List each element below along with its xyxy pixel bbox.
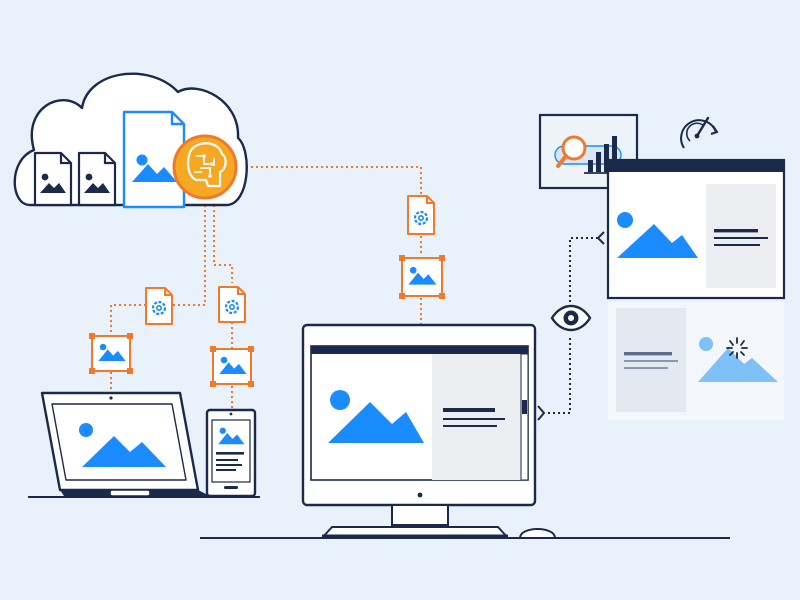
laptop-icon bbox=[28, 391, 260, 498]
phone-icon bbox=[205, 408, 257, 498]
speedometer-icon bbox=[680, 116, 719, 149]
image-file-icon bbox=[33, 151, 73, 207]
loading-panel bbox=[608, 302, 784, 420]
mouse-icon bbox=[519, 528, 556, 539]
settings-file-icon bbox=[218, 286, 246, 323]
connectors bbox=[110, 166, 422, 408]
image-thumbnail-icon bbox=[89, 333, 133, 374]
settings-file-icon bbox=[407, 195, 435, 235]
ai-brain-icon bbox=[172, 134, 238, 200]
connector-ai-to-laptop bbox=[171, 205, 206, 306]
image-thumbnail-icon bbox=[399, 255, 445, 299]
settings-file-icon bbox=[145, 287, 173, 325]
desktop-monitor-icon bbox=[200, 323, 730, 539]
connector-desktop-to-eye bbox=[548, 335, 571, 414]
loading-spinner-icon bbox=[726, 337, 748, 359]
chevron-left-icon bbox=[596, 231, 605, 245]
connector-ai-to-phone bbox=[213, 205, 233, 283]
image-thumbnail-icon bbox=[210, 346, 254, 387]
image-document-icon bbox=[122, 110, 186, 209]
dark-connectors bbox=[548, 237, 598, 414]
image-file-icon bbox=[77, 151, 117, 207]
connector-laptop-gear-to-image bbox=[110, 304, 146, 335]
connector-ai-to-desktop bbox=[236, 166, 422, 195]
browser-window-icon bbox=[606, 158, 786, 300]
eye-icon bbox=[550, 304, 592, 332]
connector-eye-to-browser bbox=[569, 237, 598, 302]
analytics-search-icon bbox=[538, 113, 639, 190]
chevron-right-icon bbox=[537, 405, 546, 421]
